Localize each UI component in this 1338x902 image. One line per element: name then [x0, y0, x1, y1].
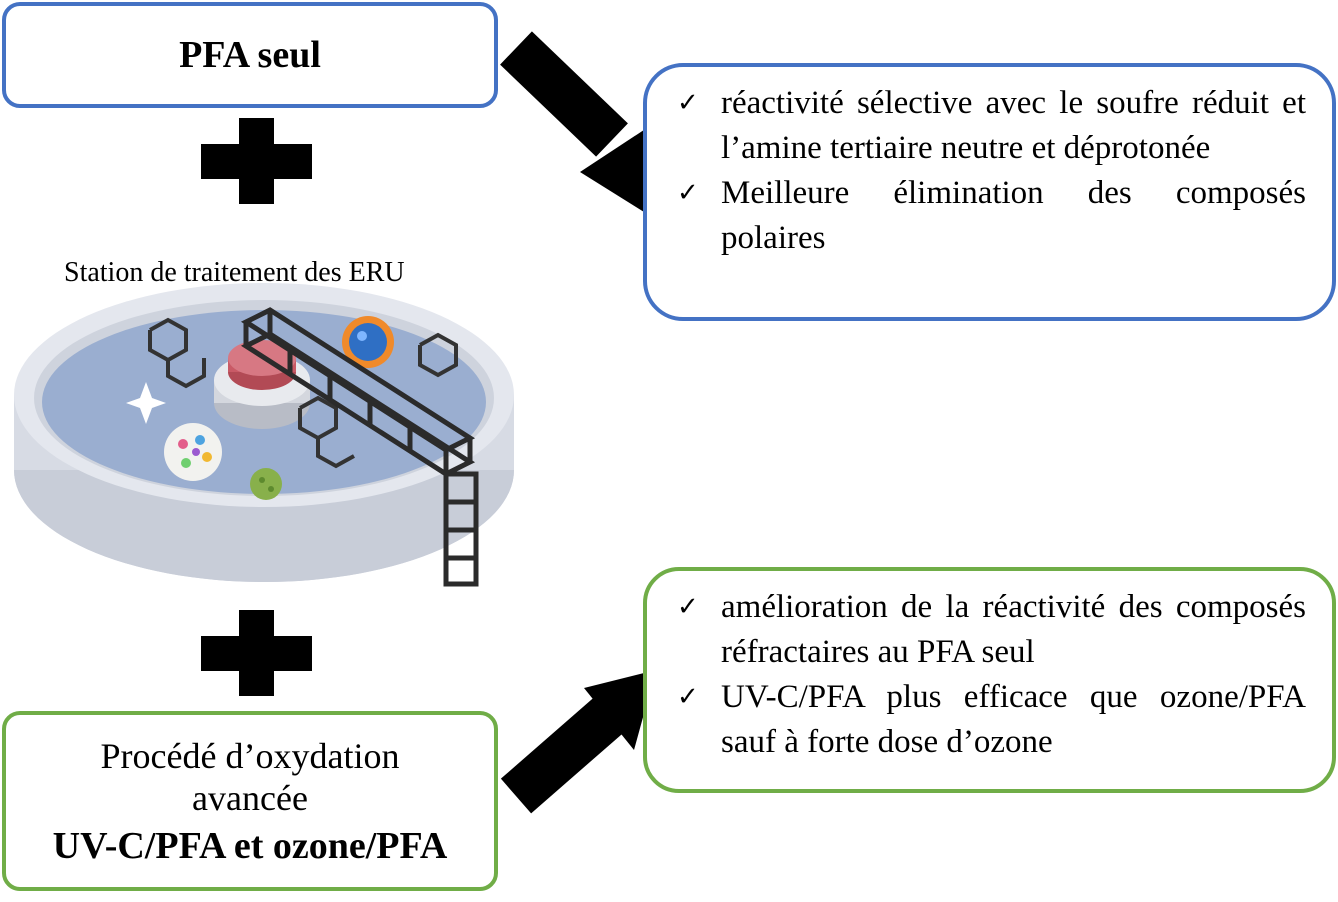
station-label: Station de traitement des ERU	[64, 257, 405, 288]
checkmark-icon: ✓	[677, 88, 699, 118]
input-box-advanced-oxidation: Procédé d’oxydation avancée UV-C/PFA et …	[2, 711, 498, 891]
input-box-pfa-alone: PFA seul	[2, 2, 498, 108]
result-box-pfa-alone: ✓ réactivité sélective avec le soufre ré…	[643, 63, 1336, 321]
advanced-oxidation-processes: UV-C/PFA et ozone/PFA	[52, 825, 448, 867]
plus-icon-top	[201, 118, 312, 204]
result-item: ✓ amélioration de la réactivité des comp…	[675, 585, 1306, 675]
checkmark-icon: ✓	[677, 592, 699, 622]
result-item: ✓ réactivité sélective avec le soufre ré…	[675, 81, 1306, 171]
checkmark-icon: ✓	[677, 682, 699, 712]
advanced-oxidation-line2: avancée	[192, 778, 308, 818]
advanced-oxidation-line1: Procédé d’oxydation	[100, 736, 400, 776]
plus-icon-bottom	[201, 610, 312, 696]
arrow-bottom	[500, 670, 656, 814]
result-item: ✓ UV-C/PFA plus efficace que ozone/PFA s…	[675, 675, 1306, 765]
treatment-basin-illustration	[14, 283, 514, 587]
result-box-advanced-oxidation: ✓ amélioration de la réactivité des comp…	[643, 567, 1336, 793]
checkmark-icon: ✓	[677, 178, 699, 208]
input-label-pfa-alone: PFA seul	[179, 34, 321, 76]
result-item: ✓ Meilleure élimination des composés pol…	[675, 171, 1306, 261]
result-list-advanced-oxidation: ✓ amélioration de la réactivité des comp…	[675, 585, 1306, 765]
arrow-top	[500, 31, 656, 212]
result-list-pfa-alone: ✓ réactivité sélective avec le soufre ré…	[675, 81, 1306, 261]
